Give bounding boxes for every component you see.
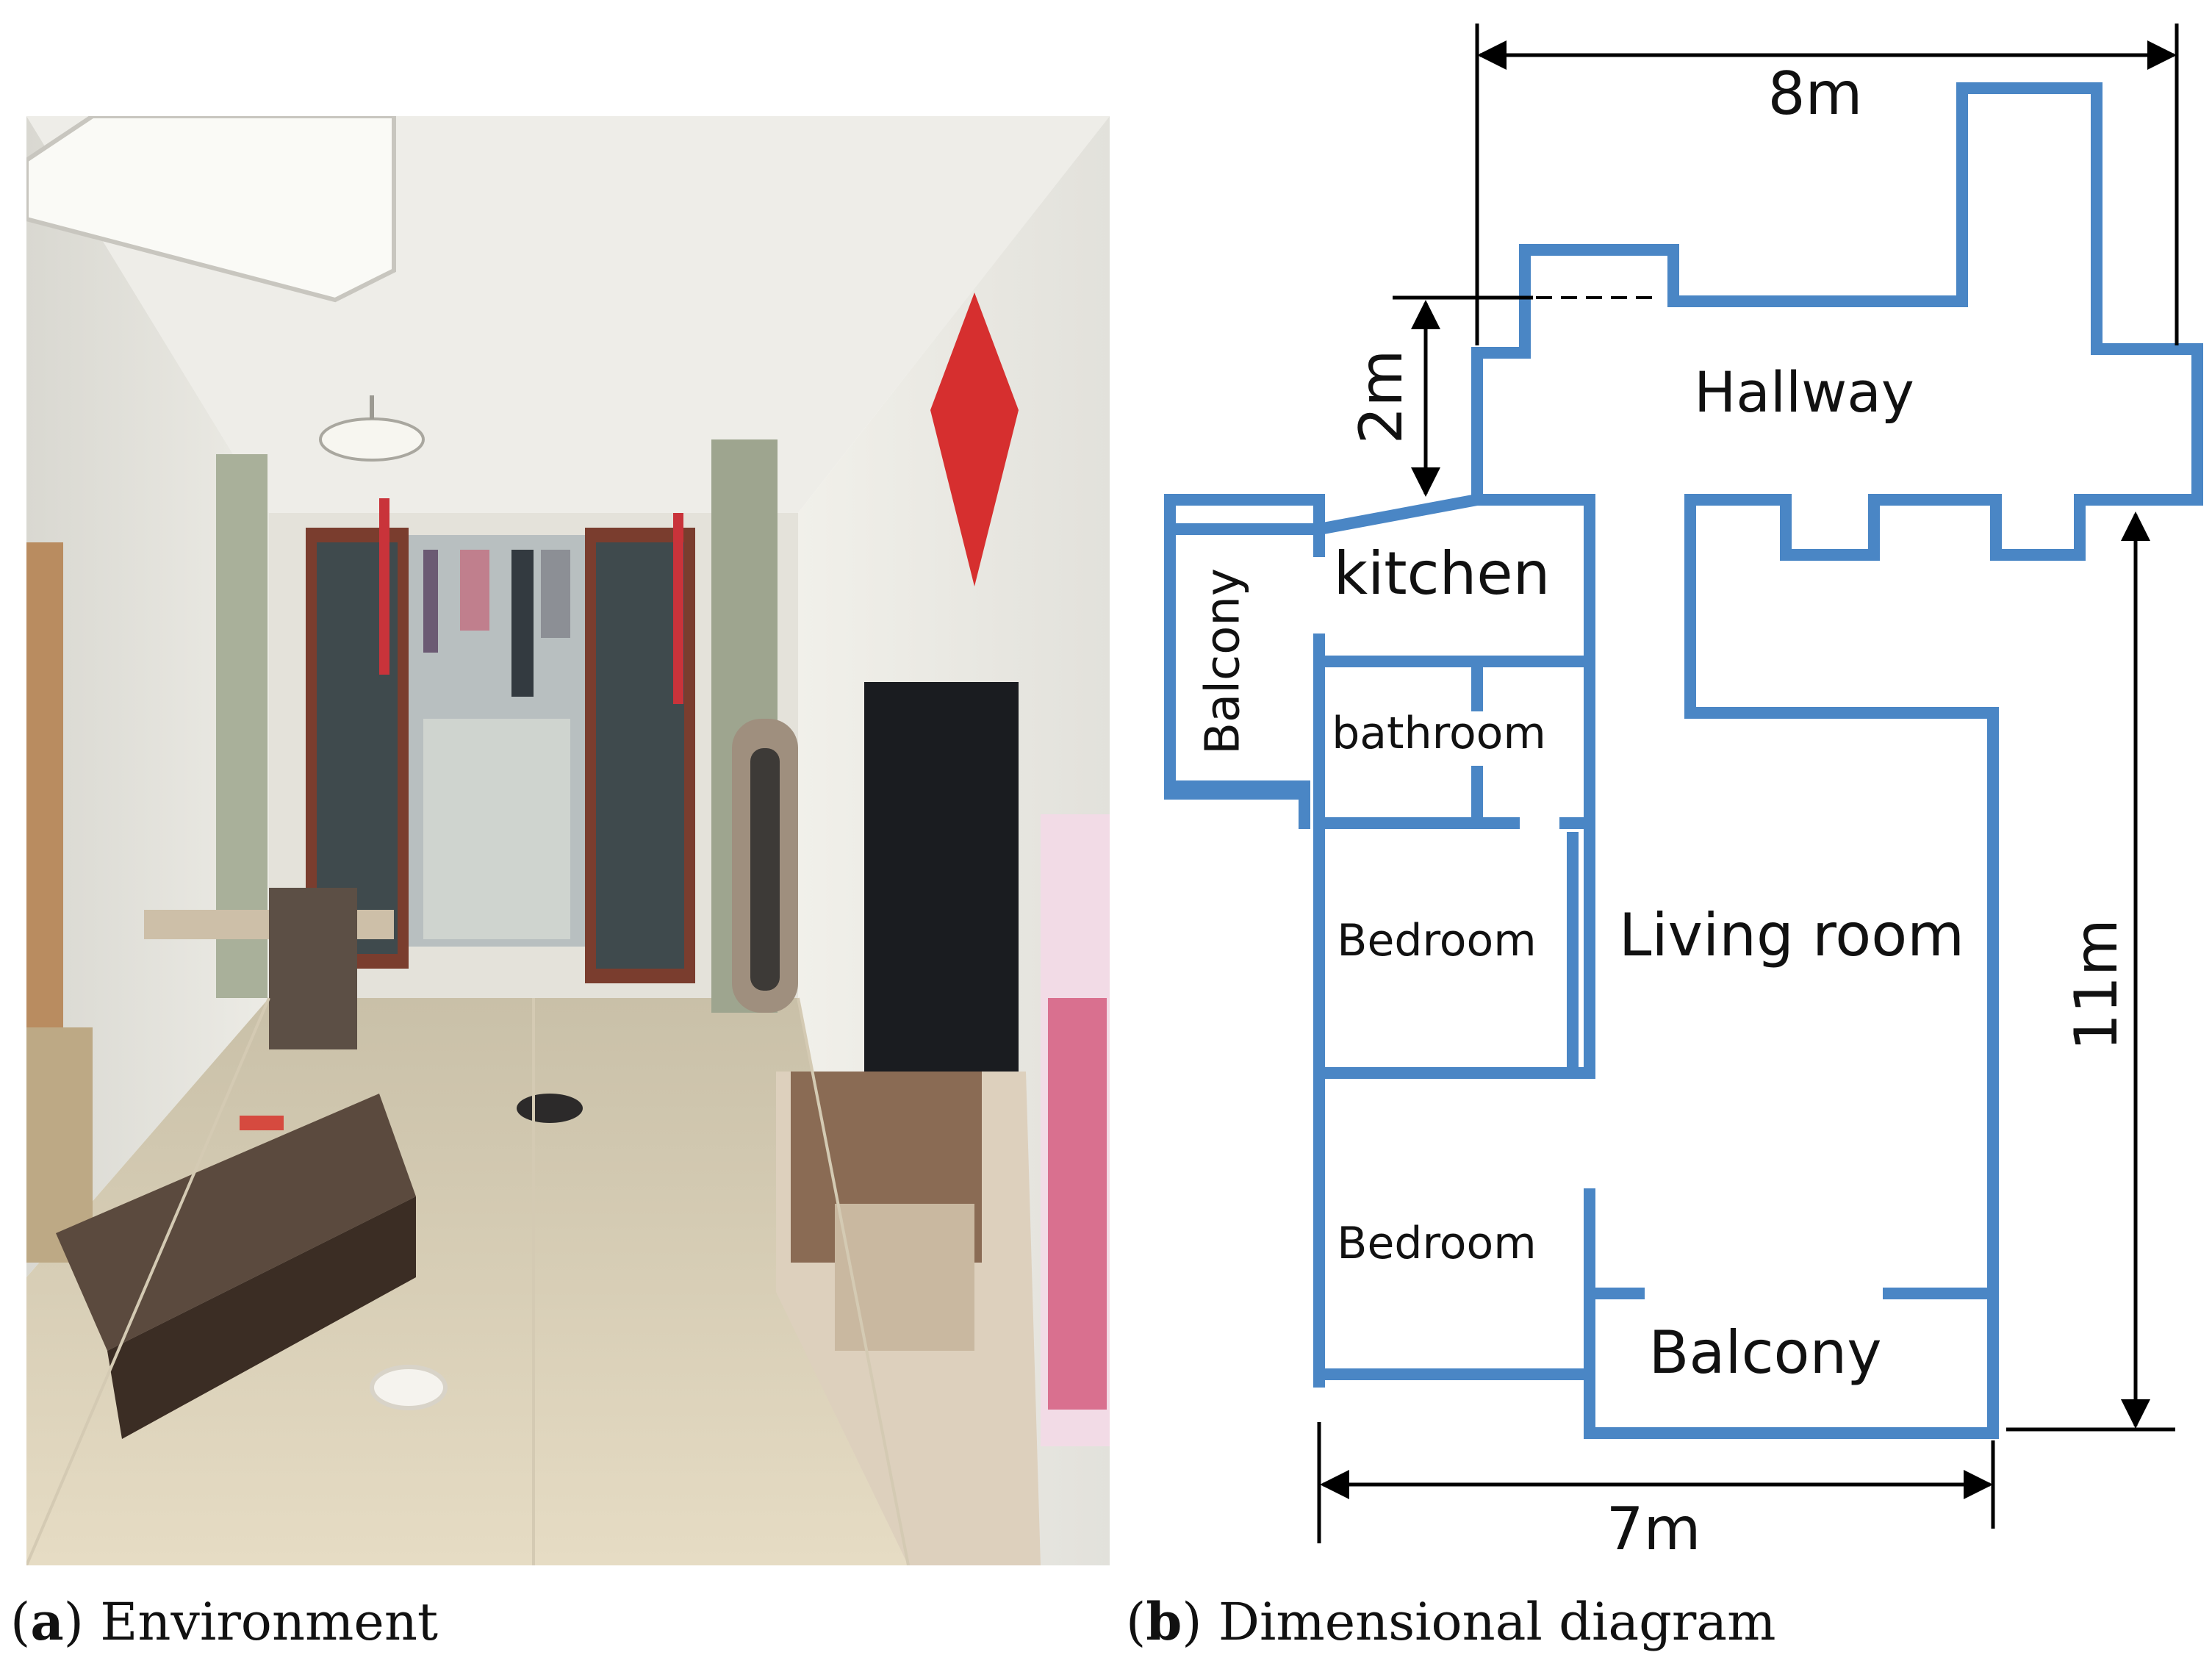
caption-a-text: Environment [100,1592,439,1652]
caption-b-letter: b [1146,1591,1182,1652]
dimension-lines [1317,24,2179,1543]
caption-a-letter: a [30,1591,64,1652]
dimension-label-height-right: 11m [2062,919,2130,1051]
floor-plan-diagram: Hallway kitchen Balcony bathroom Bedroom… [1164,24,2203,1563]
room-label-balcony-left: Balcony [1196,568,1251,755]
room-label-hallway: Hallway [1694,359,1914,425]
walls [1164,82,2203,1439]
room-label-bedroom-top: Bedroom [1337,915,1536,966]
caption-b: (b) Dimensional diagram [1126,1591,1776,1652]
dimension-label-width-bottom: 7m [1606,1495,1701,1563]
room-label-bathroom: bathroom [1332,708,1546,759]
room-label-balcony-bottom: Balcony [1648,1318,1881,1387]
dimension-label-height-small: 2m [1347,350,1415,445]
room-label-kitchen: kitchen [1334,539,1551,608]
environment-photo [26,116,1110,1565]
caption-a: (a) Environment [10,1591,439,1652]
room-label-living-room: Living room [1619,901,1964,969]
dimension-label-width-top: 8m [1768,60,1863,128]
room-label-bedroom-bottom: Bedroom [1337,1218,1536,1269]
caption-b-text: Dimensional diagram [1218,1592,1776,1652]
